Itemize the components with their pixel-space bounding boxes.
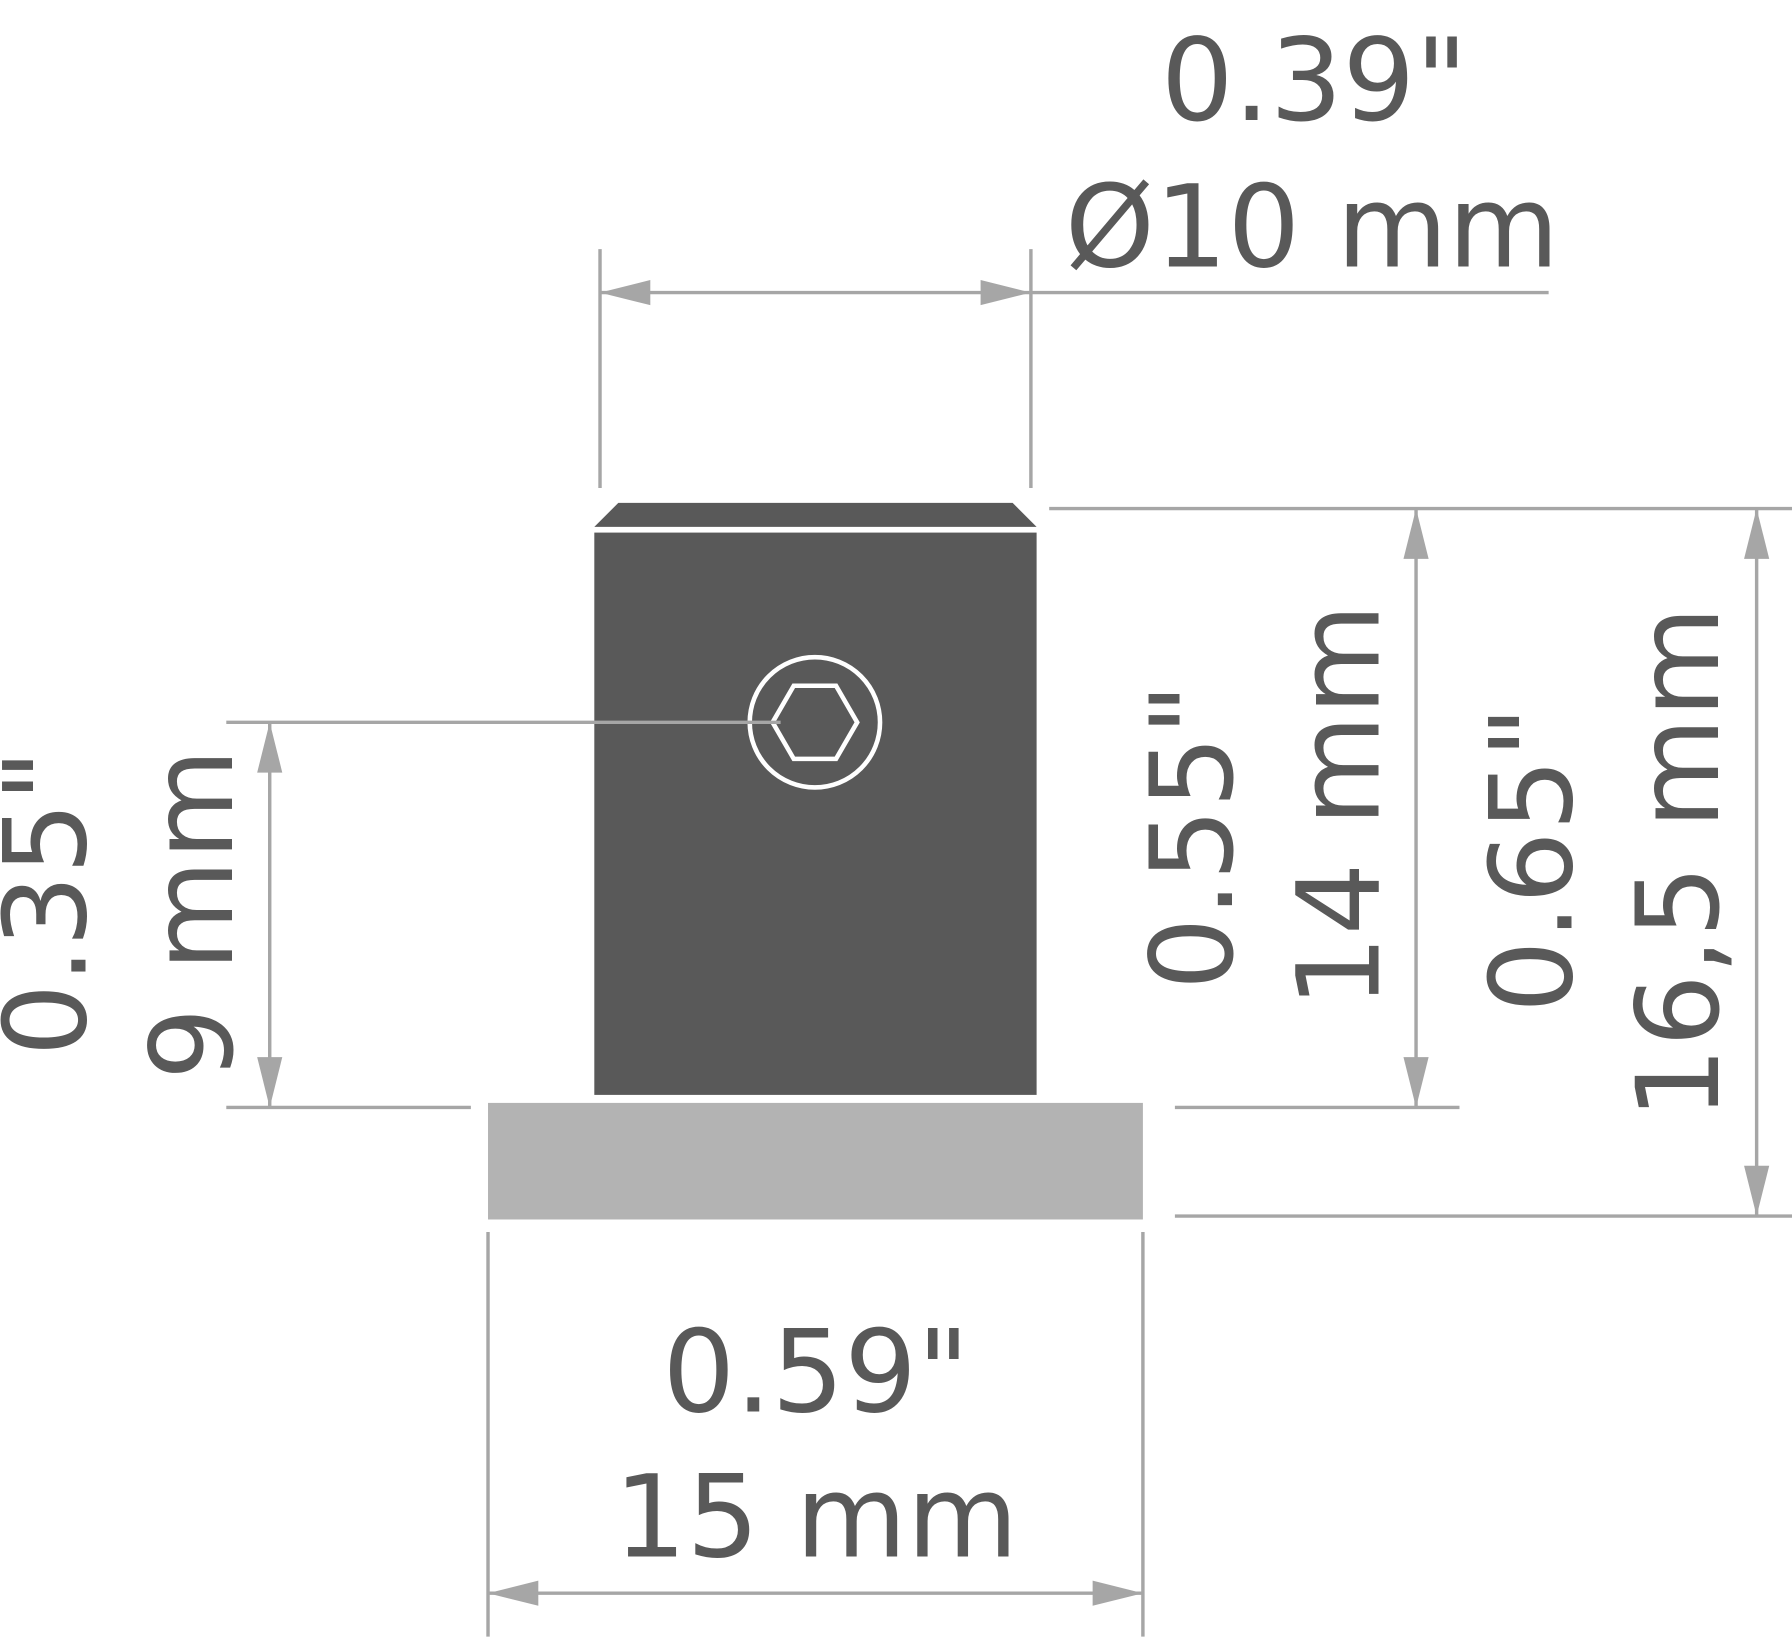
cylinder-body [594,532,1037,1095]
diameter-imperial-label: 0.39" [1161,14,1468,147]
dimension-diameter: 0.39" Ø10 mm [598,14,1559,489]
body-height-imperial-label: 0.55" [1126,683,1259,990]
body-height-metric-label: 14 mm [1272,604,1405,1008]
dimension-base-width: 0.59" 15 mm [486,1232,1145,1637]
base-width-imperial-label: 0.59" [663,1305,970,1438]
base-width-metric-label: 15 mm [614,1451,1018,1584]
diameter-metric-label: Ø10 mm [1065,160,1559,293]
cylinder-chamfer [594,502,1037,527]
hole-height-metric-label: 9 mm [126,748,259,1080]
dimension-total-height: 0.65" 16,5 mm [1174,508,1792,1218]
base-plate [488,1102,1143,1220]
dimension-hole-height: 0.35" 9 mm [0,720,781,1110]
total-height-imperial-label: 0.65" [1465,706,1598,1013]
total-height-metric-label: 16,5 mm [1612,606,1745,1119]
dimension-body-height: 0.55" 14 mm [1049,506,1792,1110]
hole-height-imperial-label: 0.35" [0,749,113,1056]
